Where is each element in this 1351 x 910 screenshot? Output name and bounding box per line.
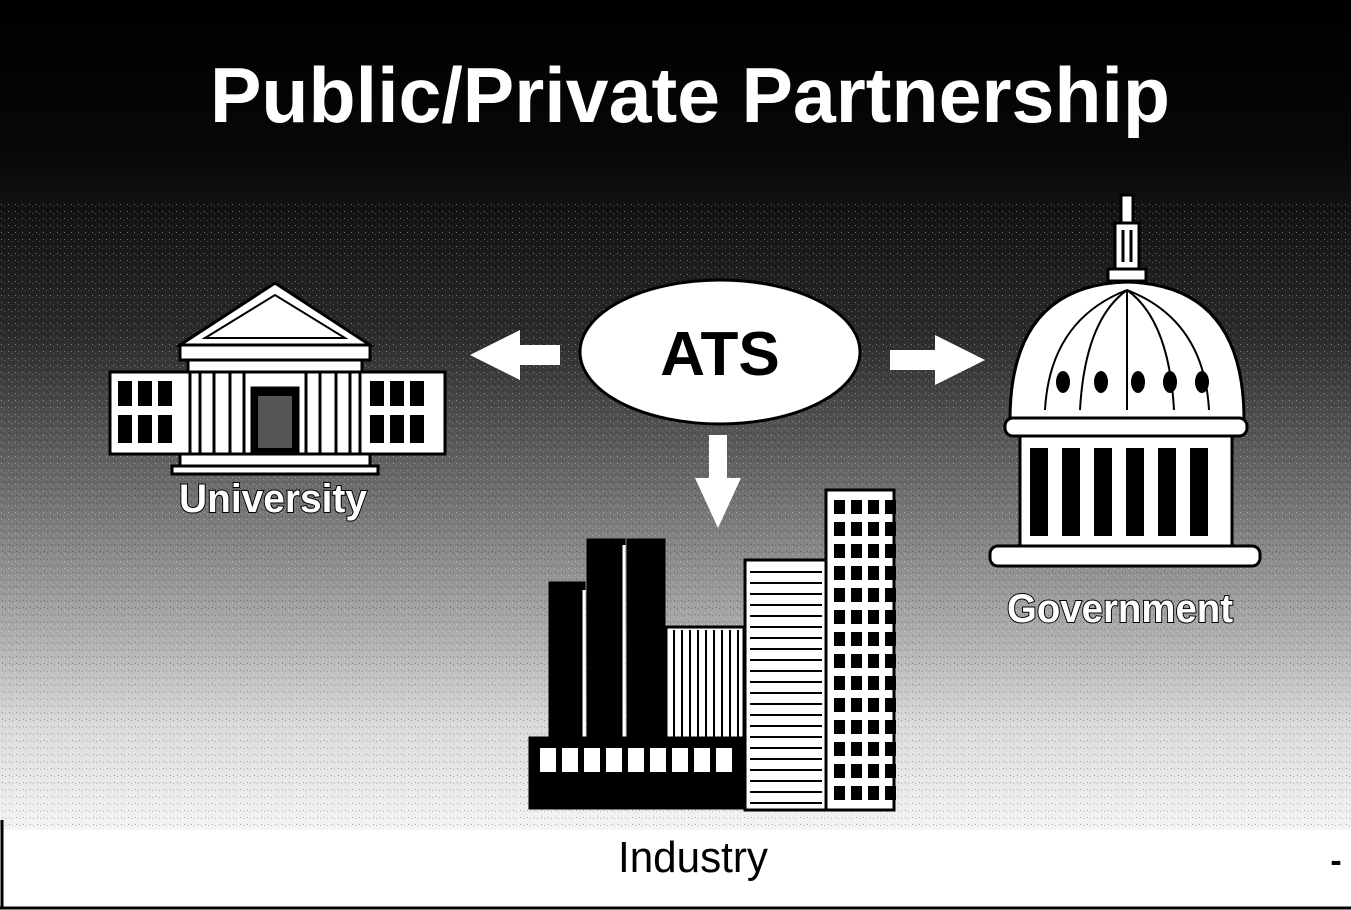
building-window <box>868 610 879 624</box>
building-window <box>885 500 896 514</box>
building-window <box>885 698 896 712</box>
building-window <box>851 632 862 646</box>
building-window <box>885 566 896 580</box>
building-window <box>868 676 879 690</box>
building-window <box>834 566 845 580</box>
building-window <box>868 588 879 602</box>
building-window <box>868 632 879 646</box>
building-window <box>885 676 896 690</box>
building-window <box>834 654 845 668</box>
building-window <box>868 544 879 558</box>
building-window <box>885 632 896 646</box>
building-window <box>834 742 845 756</box>
building-window <box>834 500 845 514</box>
building-window <box>885 544 896 558</box>
industry-buildings-icon <box>528 488 896 812</box>
building-window <box>851 720 862 734</box>
arrow-to-university <box>470 330 560 380</box>
building-window <box>851 566 862 580</box>
building-window <box>885 720 896 734</box>
building-window <box>868 764 879 778</box>
building-window <box>885 764 896 778</box>
university-label: University <box>179 477 368 521</box>
building-window <box>885 786 896 800</box>
building-window <box>851 610 862 624</box>
arrow-to-government <box>890 335 985 385</box>
building-window <box>834 698 845 712</box>
building-window <box>885 522 896 536</box>
stray-dash-mark: - <box>1330 842 1341 880</box>
building-window <box>851 544 862 558</box>
arrow-to-industry <box>695 435 741 528</box>
building-window <box>868 522 879 536</box>
building-window <box>868 500 879 514</box>
building-window <box>834 588 845 602</box>
building-window <box>834 522 845 536</box>
government-label: Government <box>1007 587 1233 631</box>
building-window <box>868 742 879 756</box>
diagram-title: Public/Private Partnership <box>210 51 1170 139</box>
building-window <box>885 654 896 668</box>
building-window <box>834 676 845 690</box>
building-window <box>851 522 862 536</box>
government-capitol-icon <box>988 193 1262 568</box>
ats-label: ATS <box>660 320 779 389</box>
building-window <box>868 698 879 712</box>
building-window <box>885 610 896 624</box>
building-window <box>851 698 862 712</box>
building-window <box>851 742 862 756</box>
university-building-icon <box>108 281 447 476</box>
building-window <box>834 720 845 734</box>
building-window <box>851 654 862 668</box>
building-window <box>885 588 896 602</box>
building-window <box>851 588 862 602</box>
building-window <box>834 544 845 558</box>
building-window <box>868 654 879 668</box>
building-window <box>851 786 862 800</box>
building-window <box>834 632 845 646</box>
ats-node: ATS <box>578 278 862 426</box>
industry-label: Industry <box>618 833 768 882</box>
building-window <box>868 566 879 580</box>
building-window <box>851 764 862 778</box>
building-window <box>851 500 862 514</box>
building-window <box>851 676 862 690</box>
building-window <box>834 786 845 800</box>
building-window <box>834 764 845 778</box>
building-window <box>834 610 845 624</box>
building-window <box>868 786 879 800</box>
building-window <box>868 720 879 734</box>
building-window <box>885 742 896 756</box>
